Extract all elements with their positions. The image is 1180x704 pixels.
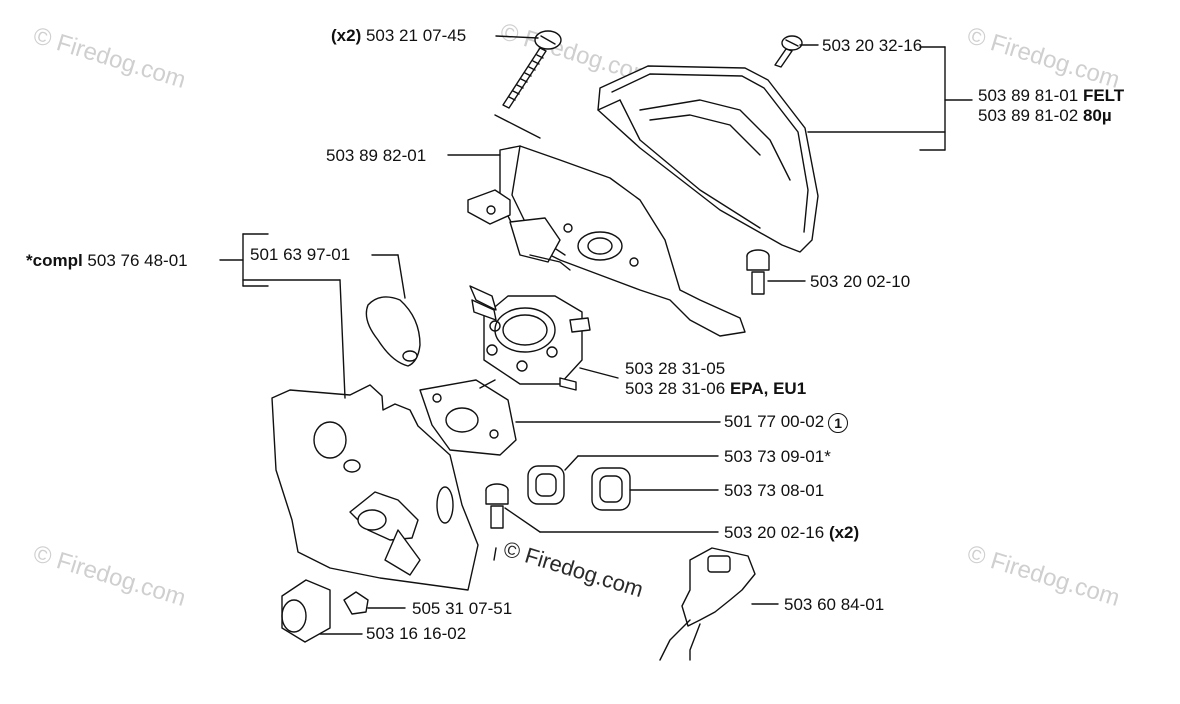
air-filter-part <box>597 65 819 253</box>
part-label-503-89-82-01: 503 89 82-01 <box>326 146 427 165</box>
part-label-503-20-02-10: 503 20 02-10 <box>810 272 911 291</box>
bolt-center-part <box>485 483 509 529</box>
grommet-b-part <box>591 467 631 511</box>
carburetor-part <box>469 285 591 391</box>
part-label-505-31-07-51: 505 31 07-51 <box>412 599 513 618</box>
part-label-503-28-31-05: 503 28 31-05 <box>625 359 726 378</box>
carburetor-plate-part <box>467 145 746 337</box>
part-label-503-20-02-16: 503 20 02-16 (x2) <box>724 523 860 542</box>
part-label-503-21-07-45: (x2) 503 21 07-45 <box>331 26 467 45</box>
grommet-a-part <box>527 465 565 505</box>
part-label-501-63-97-01: 501 63 97-01 <box>250 245 351 264</box>
part-label-503-60-84-01: 503 60 84-01 <box>784 595 885 614</box>
part-label-503-89-81-01: 503 89 81-01 FELT <box>978 86 1125 105</box>
part-label-503-28-31-06: 503 28 31-06 EPA, EU1 <box>625 379 807 398</box>
long-screw-part <box>502 30 562 109</box>
bolt-right-part <box>746 249 770 295</box>
part-label-503-20-32-16: 503 20 32-16 <box>822 36 923 55</box>
throttle-link-part <box>659 547 756 661</box>
part-label-503-16-16-02: 503 16 16-02 <box>366 624 467 643</box>
filter-cone-part <box>365 296 421 367</box>
part-label-503-89-81-02: 503 89 81-02 80µ <box>978 106 1112 125</box>
gasket-part <box>419 379 517 456</box>
part-label-503-76-48-01: *compl 503 76 48-01 <box>26 251 188 270</box>
carburetor-housing-part <box>271 384 479 591</box>
tube-part <box>281 579 331 643</box>
part-label-503-73-09-01: 503 73 09-01* <box>724 447 831 466</box>
sleeve-part <box>343 591 369 615</box>
reference-marker: 1 <box>828 412 849 433</box>
leader-lines <box>219 35 973 635</box>
part-label-503-73-08-01: 503 73 08-01 <box>724 481 825 500</box>
small-screw-part <box>774 35 803 68</box>
